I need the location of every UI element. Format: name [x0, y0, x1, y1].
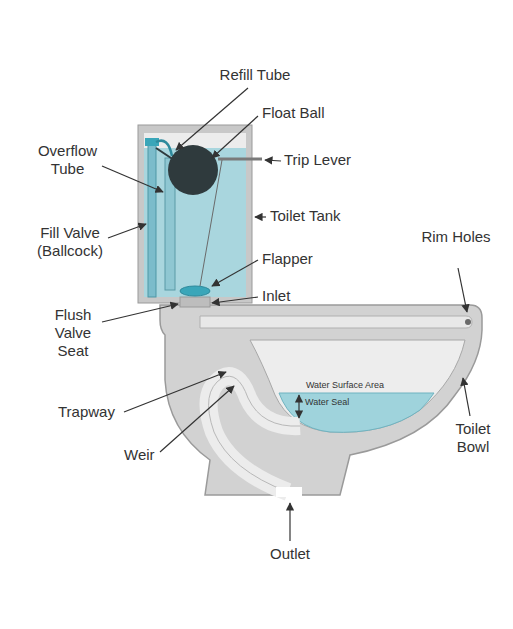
part-label: Rim Holes	[418, 228, 494, 246]
bowl-water	[279, 393, 434, 432]
part-label: Float Ball	[262, 104, 352, 122]
part-label: Inlet	[262, 287, 322, 305]
part-label: Trip Lever	[284, 151, 374, 169]
part-label: Water Surface Area	[290, 380, 400, 391]
float-ball	[168, 145, 218, 195]
part-label: Flapper	[262, 250, 342, 268]
trapway-channel	[209, 376, 300, 492]
flapper-chain	[200, 160, 222, 286]
fill-valve	[148, 142, 156, 297]
part-label: Water Seal	[305, 397, 375, 408]
part-label: Flush Valve Seat	[48, 306, 98, 360]
part-label: Toilet Tank	[270, 207, 370, 225]
part-label: Toilet Bowl	[440, 420, 506, 456]
trip-lever	[218, 158, 262, 161]
part-label: Fill Valve (Ballcock)	[25, 224, 115, 260]
bowl-body	[160, 305, 482, 495]
leader-lines	[102, 88, 470, 541]
part-label: Weir	[124, 446, 174, 464]
rim-hole	[465, 319, 471, 325]
part-label: Outlet	[250, 545, 330, 563]
part-label: Trapway	[58, 403, 138, 421]
flapper	[180, 286, 210, 296]
part-label: Overflow Tube	[30, 142, 105, 178]
tank-shell	[138, 125, 252, 303]
part-label: Refill Tube	[200, 66, 310, 84]
outlet-opening	[276, 487, 302, 497]
rim-channel	[200, 316, 472, 328]
flush-valve-seat	[180, 297, 210, 307]
trapway-line	[209, 376, 300, 492]
